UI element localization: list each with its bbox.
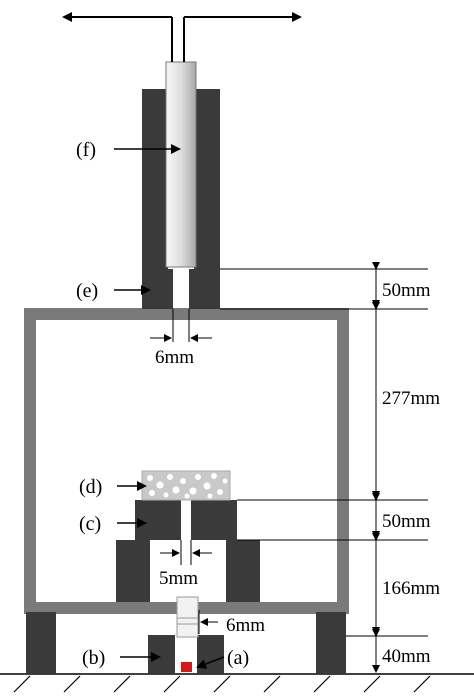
label-e: (e): [76, 280, 98, 302]
block-c: [135, 500, 237, 540]
right-leg: [316, 612, 346, 674]
dim-50mm-mid: 50mm: [382, 511, 431, 532]
dim-50mm-top: 50mm: [382, 280, 431, 301]
label-a: (a): [227, 647, 249, 669]
label-c: (c): [79, 513, 101, 535]
lower-block-pair: [116, 540, 260, 602]
upper-housing-f: [142, 61, 220, 269]
dim-40mm: 40mm: [382, 646, 431, 667]
dim-5mm: 5mm: [159, 568, 198, 589]
label-f: (f): [76, 139, 96, 161]
dim-166mm: 166mm: [382, 578, 440, 599]
block-e: [142, 269, 220, 309]
label-d: (d): [79, 476, 102, 498]
label-b: (b): [82, 647, 105, 669]
dim-6mm-top: 6mm: [155, 347, 194, 368]
dim-6mm-bottom: 6mm: [226, 615, 265, 636]
dim-277mm: 277mm: [382, 388, 440, 409]
porous-plate-d: [141, 470, 231, 501]
ground: [0, 673, 474, 693]
left-leg: [26, 612, 56, 674]
label-pointers: [114, 144, 225, 669]
bottom-tube: [176, 596, 199, 638]
dimension-lines: [150, 262, 428, 675]
sample-a: [181, 662, 192, 672]
top-rods: [62, 12, 302, 62]
